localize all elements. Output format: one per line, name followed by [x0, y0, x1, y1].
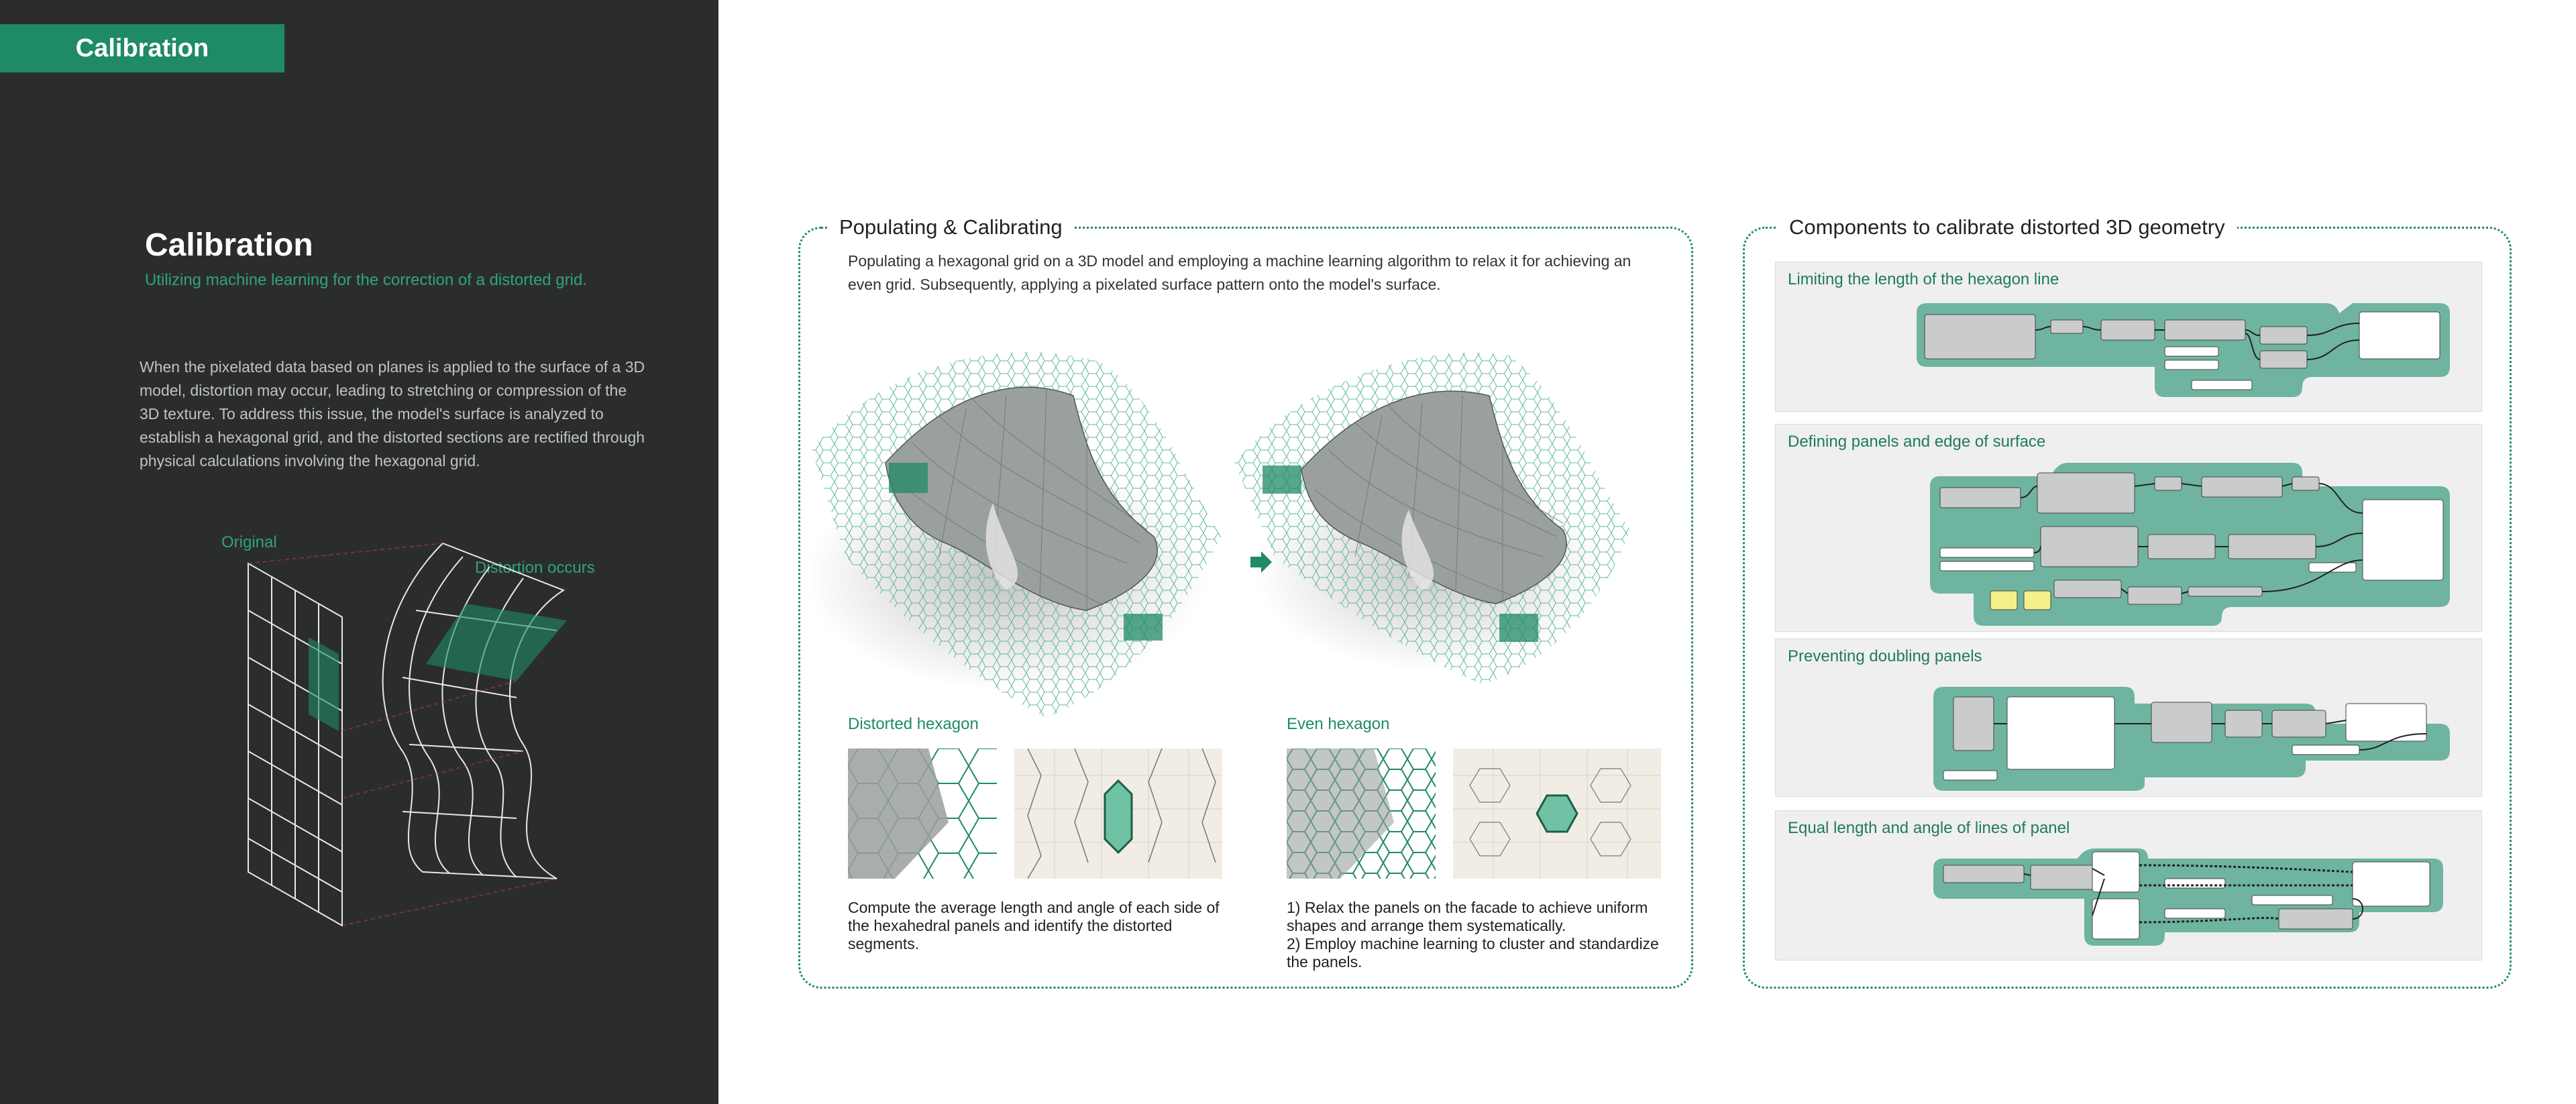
- section-tag: Calibration: [0, 24, 284, 72]
- populating-description: Populating a hexagonal grid on a 3D mode…: [848, 252, 1631, 293]
- distorted-caption: Compute the average length and angle of …: [848, 899, 1220, 952]
- sidebar-body: When the pixelated data based on planes …: [140, 358, 645, 470]
- component-section-3: Preventing doubling panels: [1775, 639, 2482, 797]
- distorted-hexagon-grid: [848, 749, 997, 879]
- distorted-texture: [1014, 749, 1222, 879]
- sidebar: Calibration Calibration Utilizing machin…: [0, 0, 718, 1104]
- distorted-panel: [426, 604, 567, 681]
- populating-title: Populating & Calibrating: [827, 215, 1075, 239]
- even-caption-1: 1) Relax the panels on the facade to ach…: [1287, 899, 1648, 934]
- node-graph-4: [1933, 848, 2443, 946]
- node-graph-1: [1917, 303, 2450, 397]
- section-title-3: Preventing doubling panels: [1788, 647, 1982, 665]
- node-graph-2: [1930, 463, 2450, 626]
- components-frame: Components to calibrate distorted 3D geo…: [1743, 215, 2512, 989]
- component-section-4: Equal length and angle of lines of panel: [1775, 810, 2482, 960]
- component-section-1: Limiting the length of the hexagon line: [1775, 262, 2482, 412]
- even-model: [1234, 352, 1630, 684]
- components-title: Components to calibrate distorted 3D geo…: [1777, 215, 2237, 239]
- sidebar-subtitle: Utilizing machine learning for the corre…: [145, 271, 587, 289]
- label-distortion: Distortion occurs: [475, 559, 595, 577]
- label-original: Original: [221, 533, 277, 551]
- section-title-2: Defining panels and edge of surface: [1788, 433, 2046, 451]
- node-graph-3: [1933, 687, 2450, 791]
- distorted-hexagon-label: Distorted hexagon: [848, 715, 979, 733]
- even-texture: [1453, 749, 1661, 879]
- highlight-panel: [309, 637, 339, 731]
- section-title-1: Limiting the length of the hexagon line: [1788, 270, 2059, 288]
- even-hexagon-label: Even hexagon: [1287, 715, 1390, 733]
- distortion-diagram: [248, 542, 567, 927]
- section-title-4: Equal length and angle of lines of panel: [1788, 819, 2070, 837]
- sidebar-title: Calibration: [145, 227, 313, 263]
- even-hexagon-grid: [1287, 749, 1436, 879]
- populating-frame: Populating & Calibrating: [798, 215, 1693, 989]
- even-caption-2: 2) Employ machine learning to cluster an…: [1287, 935, 1659, 971]
- component-section-2: Defining panels and edge of surface: [1775, 424, 2482, 632]
- distorted-model: [805, 352, 1221, 718]
